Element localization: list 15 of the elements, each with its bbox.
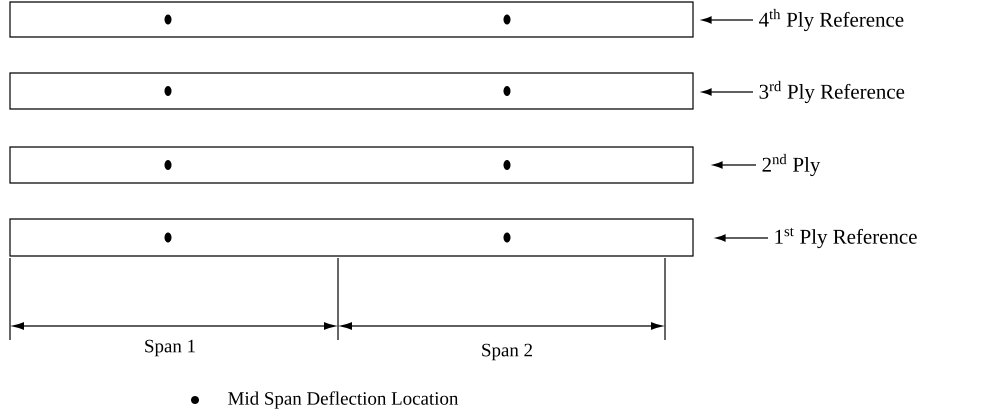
arrow: [702, 88, 753, 96]
arrow: [702, 16, 753, 24]
ply-label: 2$^{nd}$ Ply: [762, 154, 820, 176]
ply-label: 1$^{st}$ Ply Reference: [775, 228, 917, 248]
span-label: Span 1: [145, 340, 195, 356]
arrow: [716, 234, 768, 242]
arrow: [712, 161, 756, 169]
ply-box: [9, 1, 694, 38]
legend-label: Mid Span Deflection Location: [228, 391, 458, 409]
ply-label: 4$^{th}$ Ply Reference: [759, 8, 904, 32]
ply-box: [9, 218, 694, 257]
ply-label: 3$^{rd}$ Ply Reference: [760, 80, 904, 104]
ply-box: [9, 72, 694, 110]
ply-box: [9, 146, 694, 184]
span-label: Span 2: [482, 344, 532, 360]
